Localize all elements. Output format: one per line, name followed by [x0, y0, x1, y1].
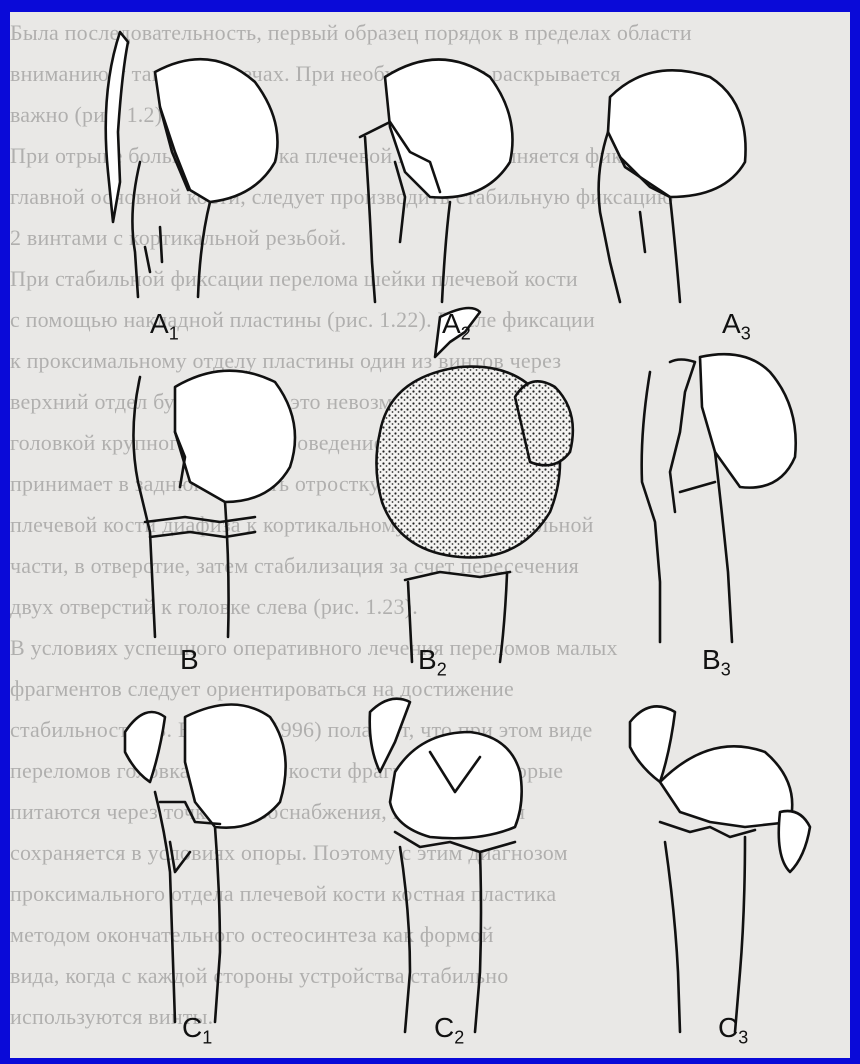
- label-a3: A3: [722, 308, 751, 345]
- label-c1: C1: [182, 1012, 212, 1049]
- figure-c1: [125, 705, 286, 1023]
- label-c2: C2: [434, 1012, 464, 1049]
- figure-frame: Была последовательность, первый образец …: [10, 12, 850, 1058]
- figure-b2: [376, 308, 572, 662]
- figure-a3: [599, 70, 746, 302]
- figure-a2: [360, 60, 513, 303]
- figure-a1: [106, 32, 278, 297]
- figure-c3: [630, 706, 810, 1032]
- label-b2: B2: [418, 644, 447, 681]
- label-b1: B: [180, 644, 199, 681]
- label-c3: C3: [718, 1012, 748, 1049]
- label-a1: A1: [150, 308, 179, 345]
- label-b3: B3: [702, 644, 731, 681]
- figure-b1: [133, 371, 295, 637]
- figure-c2: [370, 699, 522, 1032]
- label-a2: A2: [442, 308, 471, 345]
- fracture-diagram: [10, 12, 850, 1058]
- figure-b3: [642, 354, 796, 642]
